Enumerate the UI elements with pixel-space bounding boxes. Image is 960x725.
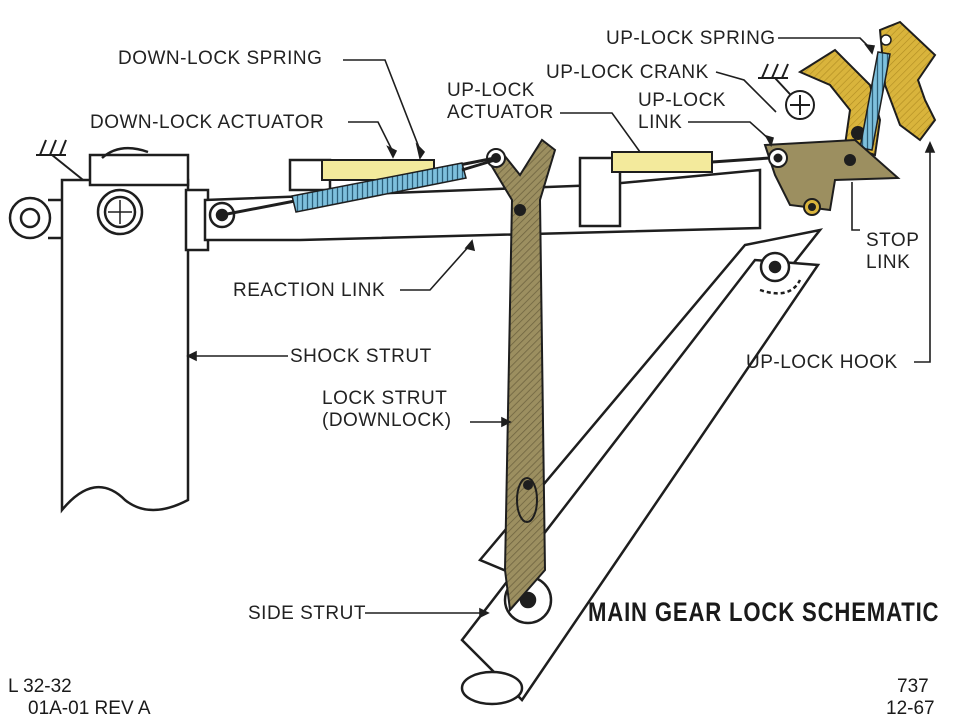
label-stop-link-line2: LINK (866, 252, 911, 273)
reaction-link-beam (203, 156, 762, 242)
label-up-lock-actuator-line2: ACTUATOR (447, 102, 554, 123)
label-up-lock-link-line2: LINK (638, 112, 683, 133)
footer-revision: 01A-01 REV A (28, 698, 151, 719)
down-lock-spring (221, 158, 496, 217)
label-stop-link-line1: STOP (866, 230, 920, 251)
up-lock-actuator (611, 151, 771, 173)
label-lock-strut-line2: (DOWNLOCK) (322, 410, 452, 431)
leader-lines (186, 37, 936, 619)
label-reaction-link: REACTION LINK (233, 280, 386, 301)
footer-doc-number: L 32-32 (8, 676, 72, 697)
label-up-lock-spring: UP-LOCK SPRING (606, 28, 776, 49)
shock-strut-body (8, 146, 210, 514)
label-down-lock-actuator: DOWN-LOCK ACTUATOR (90, 112, 325, 133)
diagram-title: MAIN GEAR LOCK SCHEMATIC (588, 597, 940, 627)
label-shock-strut: SHOCK STRUT (290, 346, 432, 367)
footer-model-number: 737 (897, 676, 929, 697)
label-up-lock-crank: UP-LOCK CRANK (546, 62, 709, 83)
side-strut (460, 228, 824, 706)
footer-date: 12-67 (886, 698, 935, 719)
up-lock-hook (785, 20, 937, 157)
label-up-lock-hook: UP-LOCK HOOK (746, 352, 898, 373)
label-up-lock-link-line1: UP-LOCK (638, 90, 726, 111)
stop-link (763, 138, 901, 216)
label-up-lock-actuator-line1: UP-LOCK (447, 80, 535, 101)
label-side-strut: SIDE STRUT (248, 603, 366, 624)
label-lock-strut-line1: LOCK STRUT (322, 388, 448, 409)
label-down-lock-spring: DOWN-LOCK SPRING (118, 48, 323, 69)
